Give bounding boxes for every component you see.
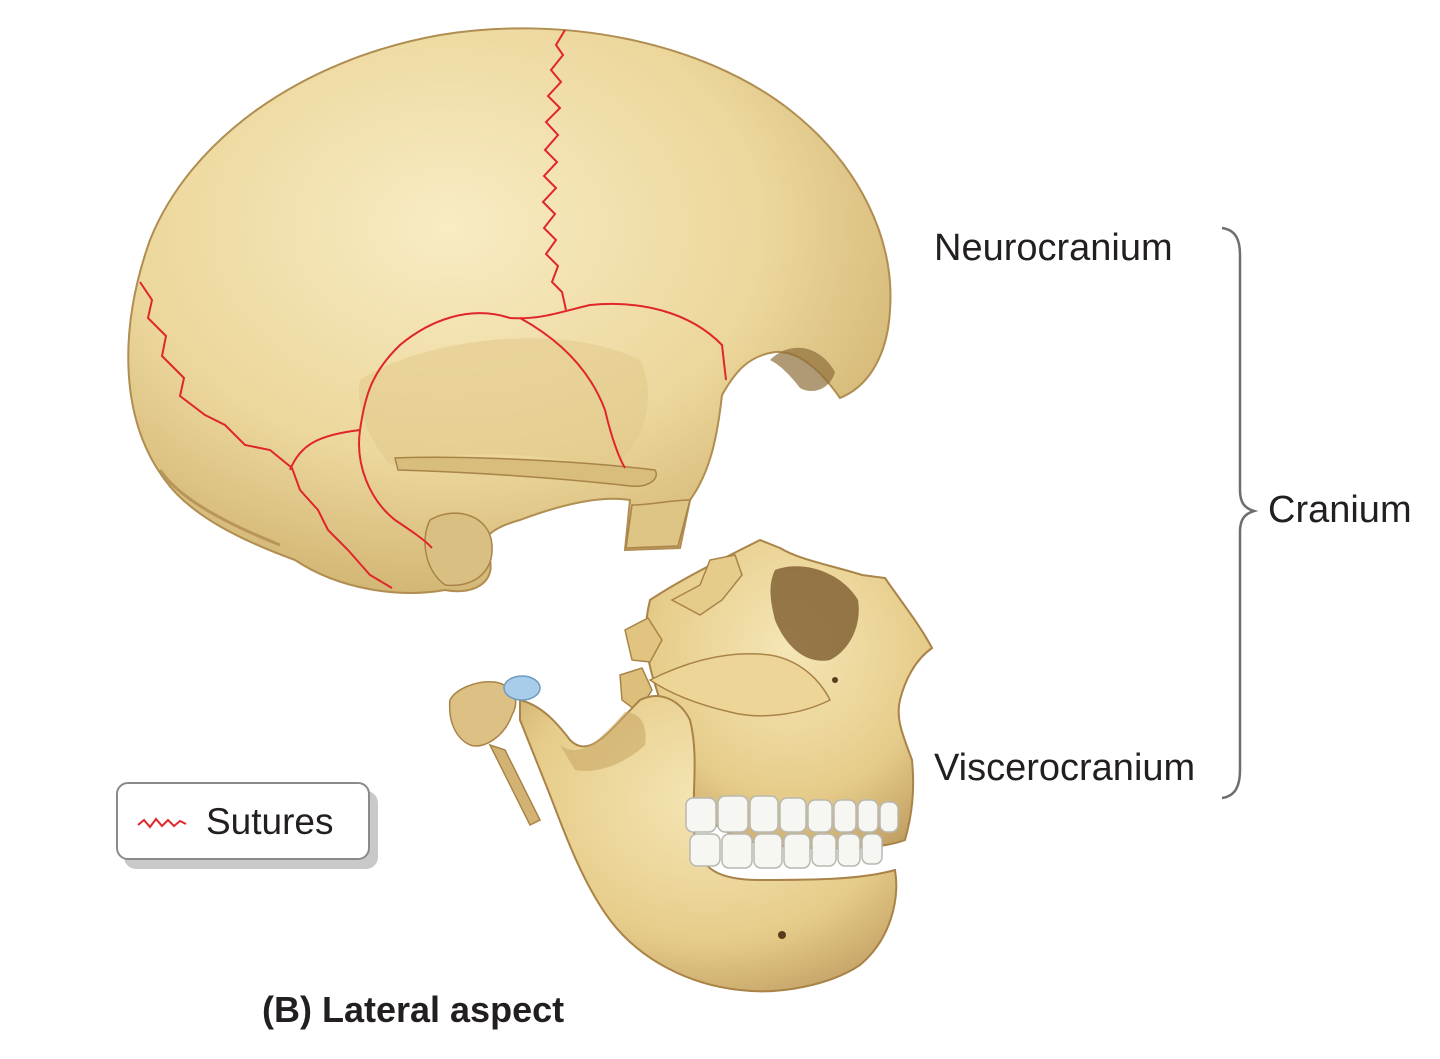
condyle-area: [448, 675, 542, 827]
teeth: [685, 795, 899, 869]
suture-swatch-icon: [137, 817, 187, 829]
legend-label-sutures: Sutures: [206, 801, 334, 842]
viscerocranium-bone: [619, 538, 934, 850]
label-viscerocranium: Viscerocranium: [934, 747, 1196, 789]
label-neurocranium: Neurocranium: [934, 227, 1173, 269]
figure-caption: (B) Lateral aspect: [262, 989, 565, 1030]
cranium-bracket: [1221, 226, 1259, 800]
articular-disc: [503, 675, 541, 701]
label-cranium: Cranium: [1268, 489, 1412, 531]
legend-box: Sutures: [116, 782, 370, 860]
suture-lines: [139, 29, 727, 589]
neurocranium-bone: [127, 27, 892, 594]
mandible-bone: [519, 677, 898, 993]
